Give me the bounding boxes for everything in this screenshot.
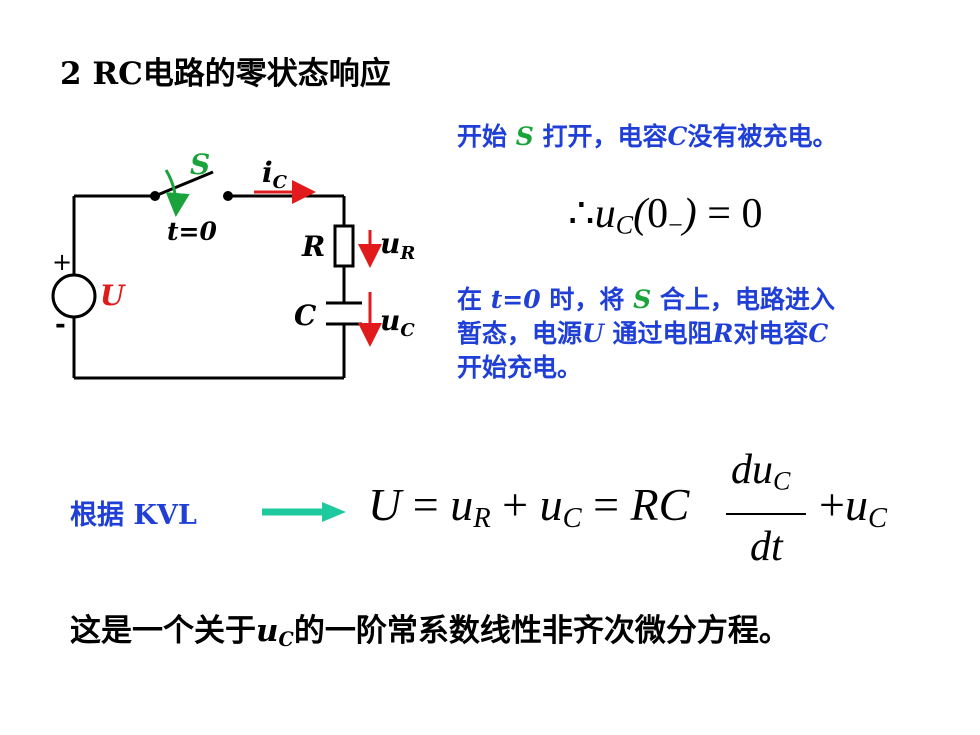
note2-l1-mid: 时，将 [549, 285, 625, 314]
initial-condition-equation: ∴uC(0−) = 0 [568, 188, 762, 241]
conclusion-pre: 这是一个关于 [70, 613, 256, 649]
initial-u: u [594, 191, 616, 237]
page-title: 2 RC电路的零状态响应 [60, 56, 391, 92]
time-label: t=0 [167, 217, 217, 246]
eq-fraction-denominator: dt [750, 523, 783, 571]
kvl-equation-left: U = uR + uC = RC [368, 478, 689, 535]
voltage-source-symbol [51, 273, 97, 319]
conclusion-u: u [256, 613, 279, 649]
note2-source-symbol: U [582, 319, 604, 348]
uc-label: uC [380, 304, 415, 341]
initial-equals: = [707, 191, 731, 237]
conclusion-text: 这是一个关于uC的一阶常系数线性非齐次微分方程。 [70, 605, 790, 651]
note2-line-1: 在 t=0 时，将 S 合上，电路进入 [457, 283, 835, 317]
eq-num-sub: C [773, 466, 791, 496]
switch-contact-left [150, 191, 160, 201]
capacitor-label: C [294, 299, 317, 332]
eq-equals-2: = [593, 479, 620, 530]
note2-l2-mid2: 对电容 [733, 319, 809, 348]
ur-label: uR [380, 227, 415, 264]
switch-blade [154, 170, 214, 198]
note1-text-mid: 打开，电容 [542, 122, 668, 151]
initial-rhs: 0 [741, 191, 763, 237]
switch-closing-arrow [164, 169, 190, 217]
source-plus-sign: + [52, 248, 72, 276]
eq-uC: u [539, 479, 563, 530]
kvl-equation-right: +uC [819, 478, 887, 535]
conclusion-u-sub: C [278, 627, 294, 651]
eq-fraction-numerator: duC [731, 446, 790, 497]
note-switch-open: 开始 S 打开，电容C没有被充电。 [457, 117, 837, 153]
eq-uC2-sub: C [867, 503, 887, 535]
note1-text-pre: 开始 [457, 122, 508, 151]
initial-close-paren: ) [682, 191, 697, 237]
eq-uR-sub: R [473, 503, 491, 535]
note2-switch-symbol: S [633, 285, 652, 314]
note-switch-closed: 在 t=0 时，将 S 合上，电路进入 暂态，电源U 通过电阻R对电容C 开始充… [457, 283, 835, 385]
note1-capacitor-symbol: C [667, 122, 688, 151]
eq-plus-2: + [819, 479, 845, 530]
eq-num-du: du [731, 447, 773, 493]
note2-l1-post: 合上，电路进入 [659, 285, 835, 314]
kvl-label: 根据 KVL [70, 500, 197, 531]
eq-uC2: u [844, 479, 868, 530]
initial-zero: 0 [647, 191, 669, 237]
eq-plus-1: + [502, 479, 529, 530]
current-label: iC [262, 156, 288, 193]
source-minus-sign: - [55, 310, 66, 340]
eq-den-dt: dt [750, 524, 783, 570]
eq-uC-sub: C [562, 503, 582, 535]
initial-minus-sub: − [668, 210, 683, 240]
resistor-symbol [333, 224, 355, 268]
conclusion-post: 的一阶常系数线性非齐次微分方程。 [293, 613, 790, 649]
note2-l2-pre: 暂态，电源 [457, 319, 583, 348]
therefore-symbol: ∴ [568, 191, 595, 237]
note2-time: t=0 [490, 285, 541, 314]
switch-label: S [190, 148, 210, 181]
initial-u-sub: C [615, 210, 634, 240]
source-label: U [100, 279, 126, 312]
note1-text-post: 没有被充电。 [687, 122, 838, 151]
note2-l2-mid: 通过电阻 [612, 319, 713, 348]
note2-resistor-symbol: R [712, 319, 734, 348]
note2-line-3: 开始充电。 [457, 353, 583, 382]
eq-uR: u [450, 479, 474, 530]
note2-capacitor-symbol: C [808, 319, 829, 348]
note1-switch-symbol: S [515, 122, 534, 151]
switch-contact-right [223, 191, 233, 201]
note2-l1-pre: 在 [457, 285, 483, 314]
note2-line-2: 暂态，电源U 通过电阻R对电容C [457, 317, 835, 351]
eq-equals-1: = [412, 479, 439, 530]
eq-U: U [368, 479, 402, 530]
kvl-arrow-head [322, 502, 346, 522]
initial-open-paren: ( [633, 191, 648, 237]
resistor-label: R [301, 230, 325, 263]
eq-RC: RC [630, 479, 690, 530]
